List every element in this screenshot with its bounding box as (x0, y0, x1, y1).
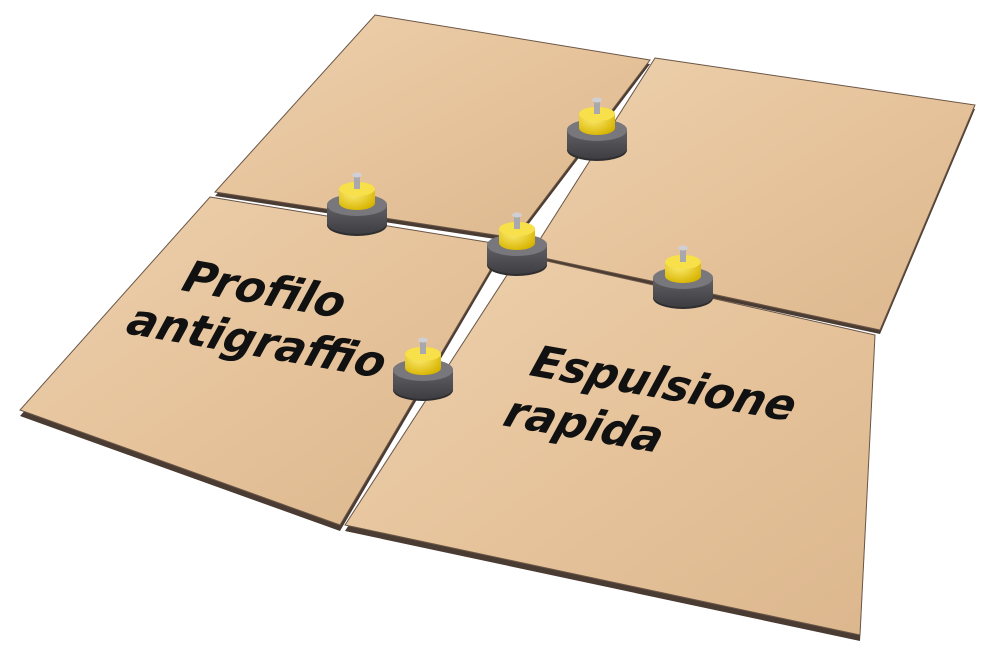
spacer (393, 337, 453, 401)
tile-bottom-right (344, 254, 876, 636)
spacer (653, 245, 713, 309)
spacer (487, 212, 547, 276)
tiles (19, 14, 976, 636)
spacer (327, 172, 387, 236)
spacer (567, 97, 627, 161)
spacers (327, 97, 713, 401)
tile-bottom-left (19, 196, 506, 526)
tile-top-right (529, 57, 976, 331)
